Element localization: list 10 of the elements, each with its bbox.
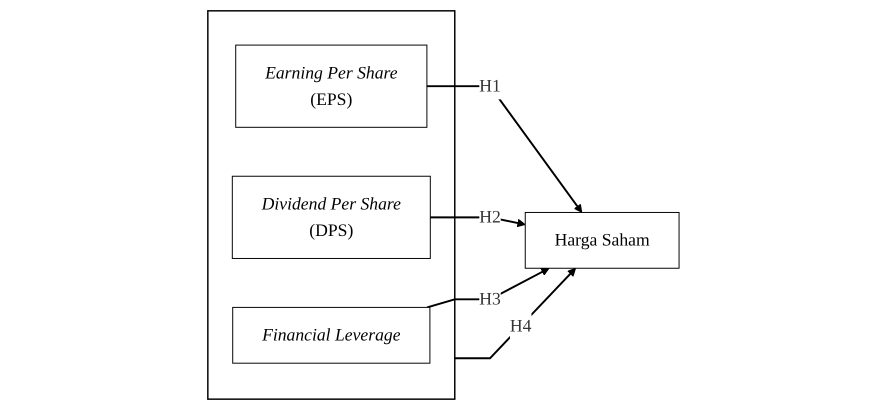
edge-label: H3 xyxy=(478,289,500,309)
arrow xyxy=(454,268,576,360)
node-box: Harga Saham xyxy=(524,212,680,269)
node-box: Financial Leverage xyxy=(232,306,430,364)
node-box: Dividend Per Share (DPS) xyxy=(231,176,430,259)
edge-label: H2 xyxy=(478,207,500,227)
cluster xyxy=(206,10,456,400)
node-box: Earning Per Share (EPS) xyxy=(234,44,427,128)
edge-label: H4 xyxy=(509,316,531,336)
edge-label: H1 xyxy=(478,76,500,96)
